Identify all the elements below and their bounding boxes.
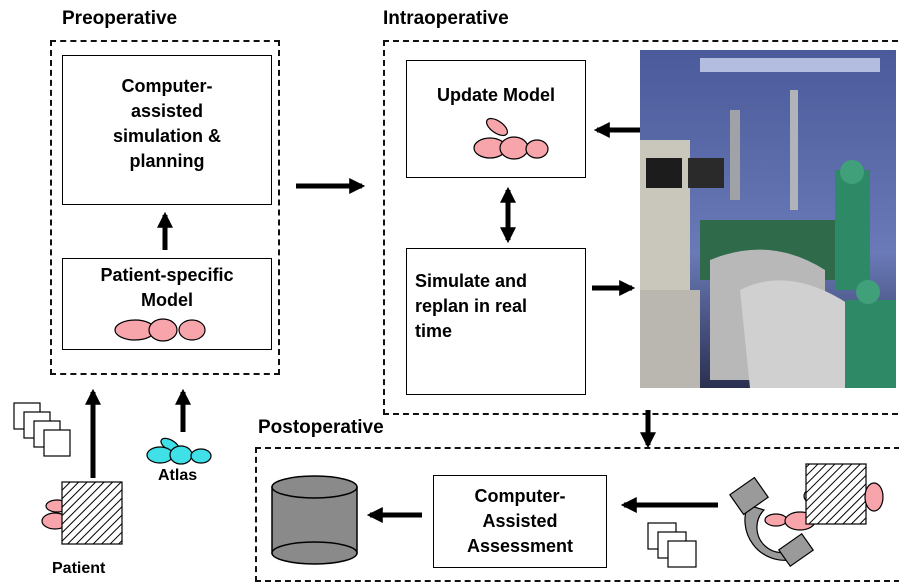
postoperative-stage	[255, 447, 899, 582]
preoperative-stage	[50, 40, 280, 375]
assessment-box: Computer- Assisted Assessment	[433, 475, 607, 568]
assessment-label: Computer- Assisted Assessment	[466, 486, 574, 556]
scan-stack-icon-left	[13, 402, 71, 457]
update-model-label: Update Model	[436, 85, 555, 105]
patient-caption: Patient	[52, 560, 106, 577]
patient-model-label: Patient-specific Model	[100, 265, 234, 310]
preoperative-title: Preoperative	[62, 8, 178, 29]
patient-icon	[41, 481, 123, 545]
atlas-caption: Atlas	[158, 467, 198, 484]
simulate-replan-label: Simulate and replan in real time	[415, 271, 528, 341]
simulation-planning-label: Computer- assisted simulation & planning	[112, 76, 221, 171]
intraoperative-title: Intraoperative	[383, 8, 509, 29]
database-icon	[271, 475, 358, 565]
update-model-organ-icon	[473, 117, 549, 160]
simulate-replan-box: Simulate and replan in real time	[406, 248, 586, 395]
atlas-organ-icon	[146, 437, 212, 465]
operating-room-photo	[640, 50, 896, 388]
intraoperative-stage	[383, 40, 899, 415]
patient-model-organ-icon	[114, 318, 206, 342]
scanner-icon	[728, 463, 884, 568]
postoperative-title: Postoperative	[258, 417, 384, 438]
scan-stack-icon-right	[647, 522, 697, 568]
simulation-planning-box: Computer- assisted simulation & planning	[62, 55, 272, 205]
